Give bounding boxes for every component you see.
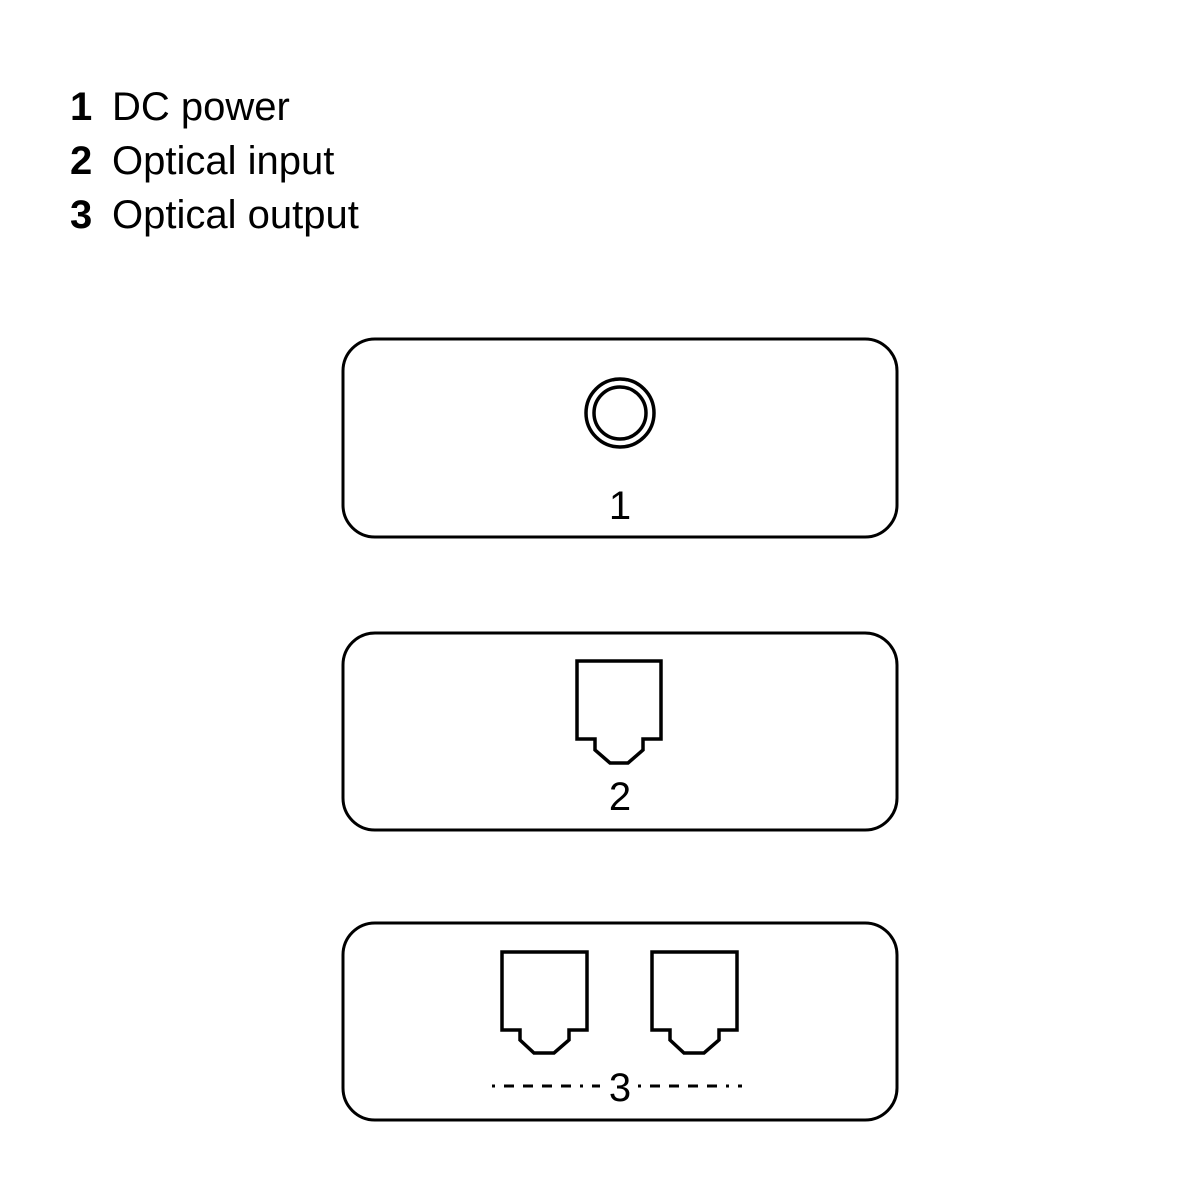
panel-outline: [341, 921, 899, 1122]
legend-label: Optical output: [112, 193, 359, 237]
panel-dc-power: 1: [341, 337, 899, 539]
panel-optical-input: 2: [341, 631, 899, 832]
legend-number: 3: [70, 193, 93, 237]
legend: 1 DC power 2 Optical input 3 Optical output: [70, 80, 359, 242]
legend-number: 1: [70, 85, 93, 129]
panel-outline: [341, 631, 899, 832]
legend-label: Optical input: [112, 139, 335, 183]
panel-outline: [341, 337, 899, 539]
optical-port-icon: [500, 950, 589, 1055]
legend-number: 2: [70, 139, 93, 183]
panel-label: 2: [609, 775, 631, 819]
legend-item: 3 Optical output: [70, 188, 359, 242]
optical-port-icon: [575, 659, 663, 765]
legend-item: 1 DC power: [70, 80, 359, 134]
panel-label: 3: [609, 1066, 631, 1110]
panel-optical-output: 3: [341, 921, 899, 1122]
legend-label: DC power: [112, 85, 290, 129]
dc-jack-icon: [584, 377, 656, 449]
legend-item: 2 Optical input: [70, 134, 359, 188]
panel-label: 1: [609, 484, 631, 528]
optical-port-icon: [650, 950, 739, 1055]
